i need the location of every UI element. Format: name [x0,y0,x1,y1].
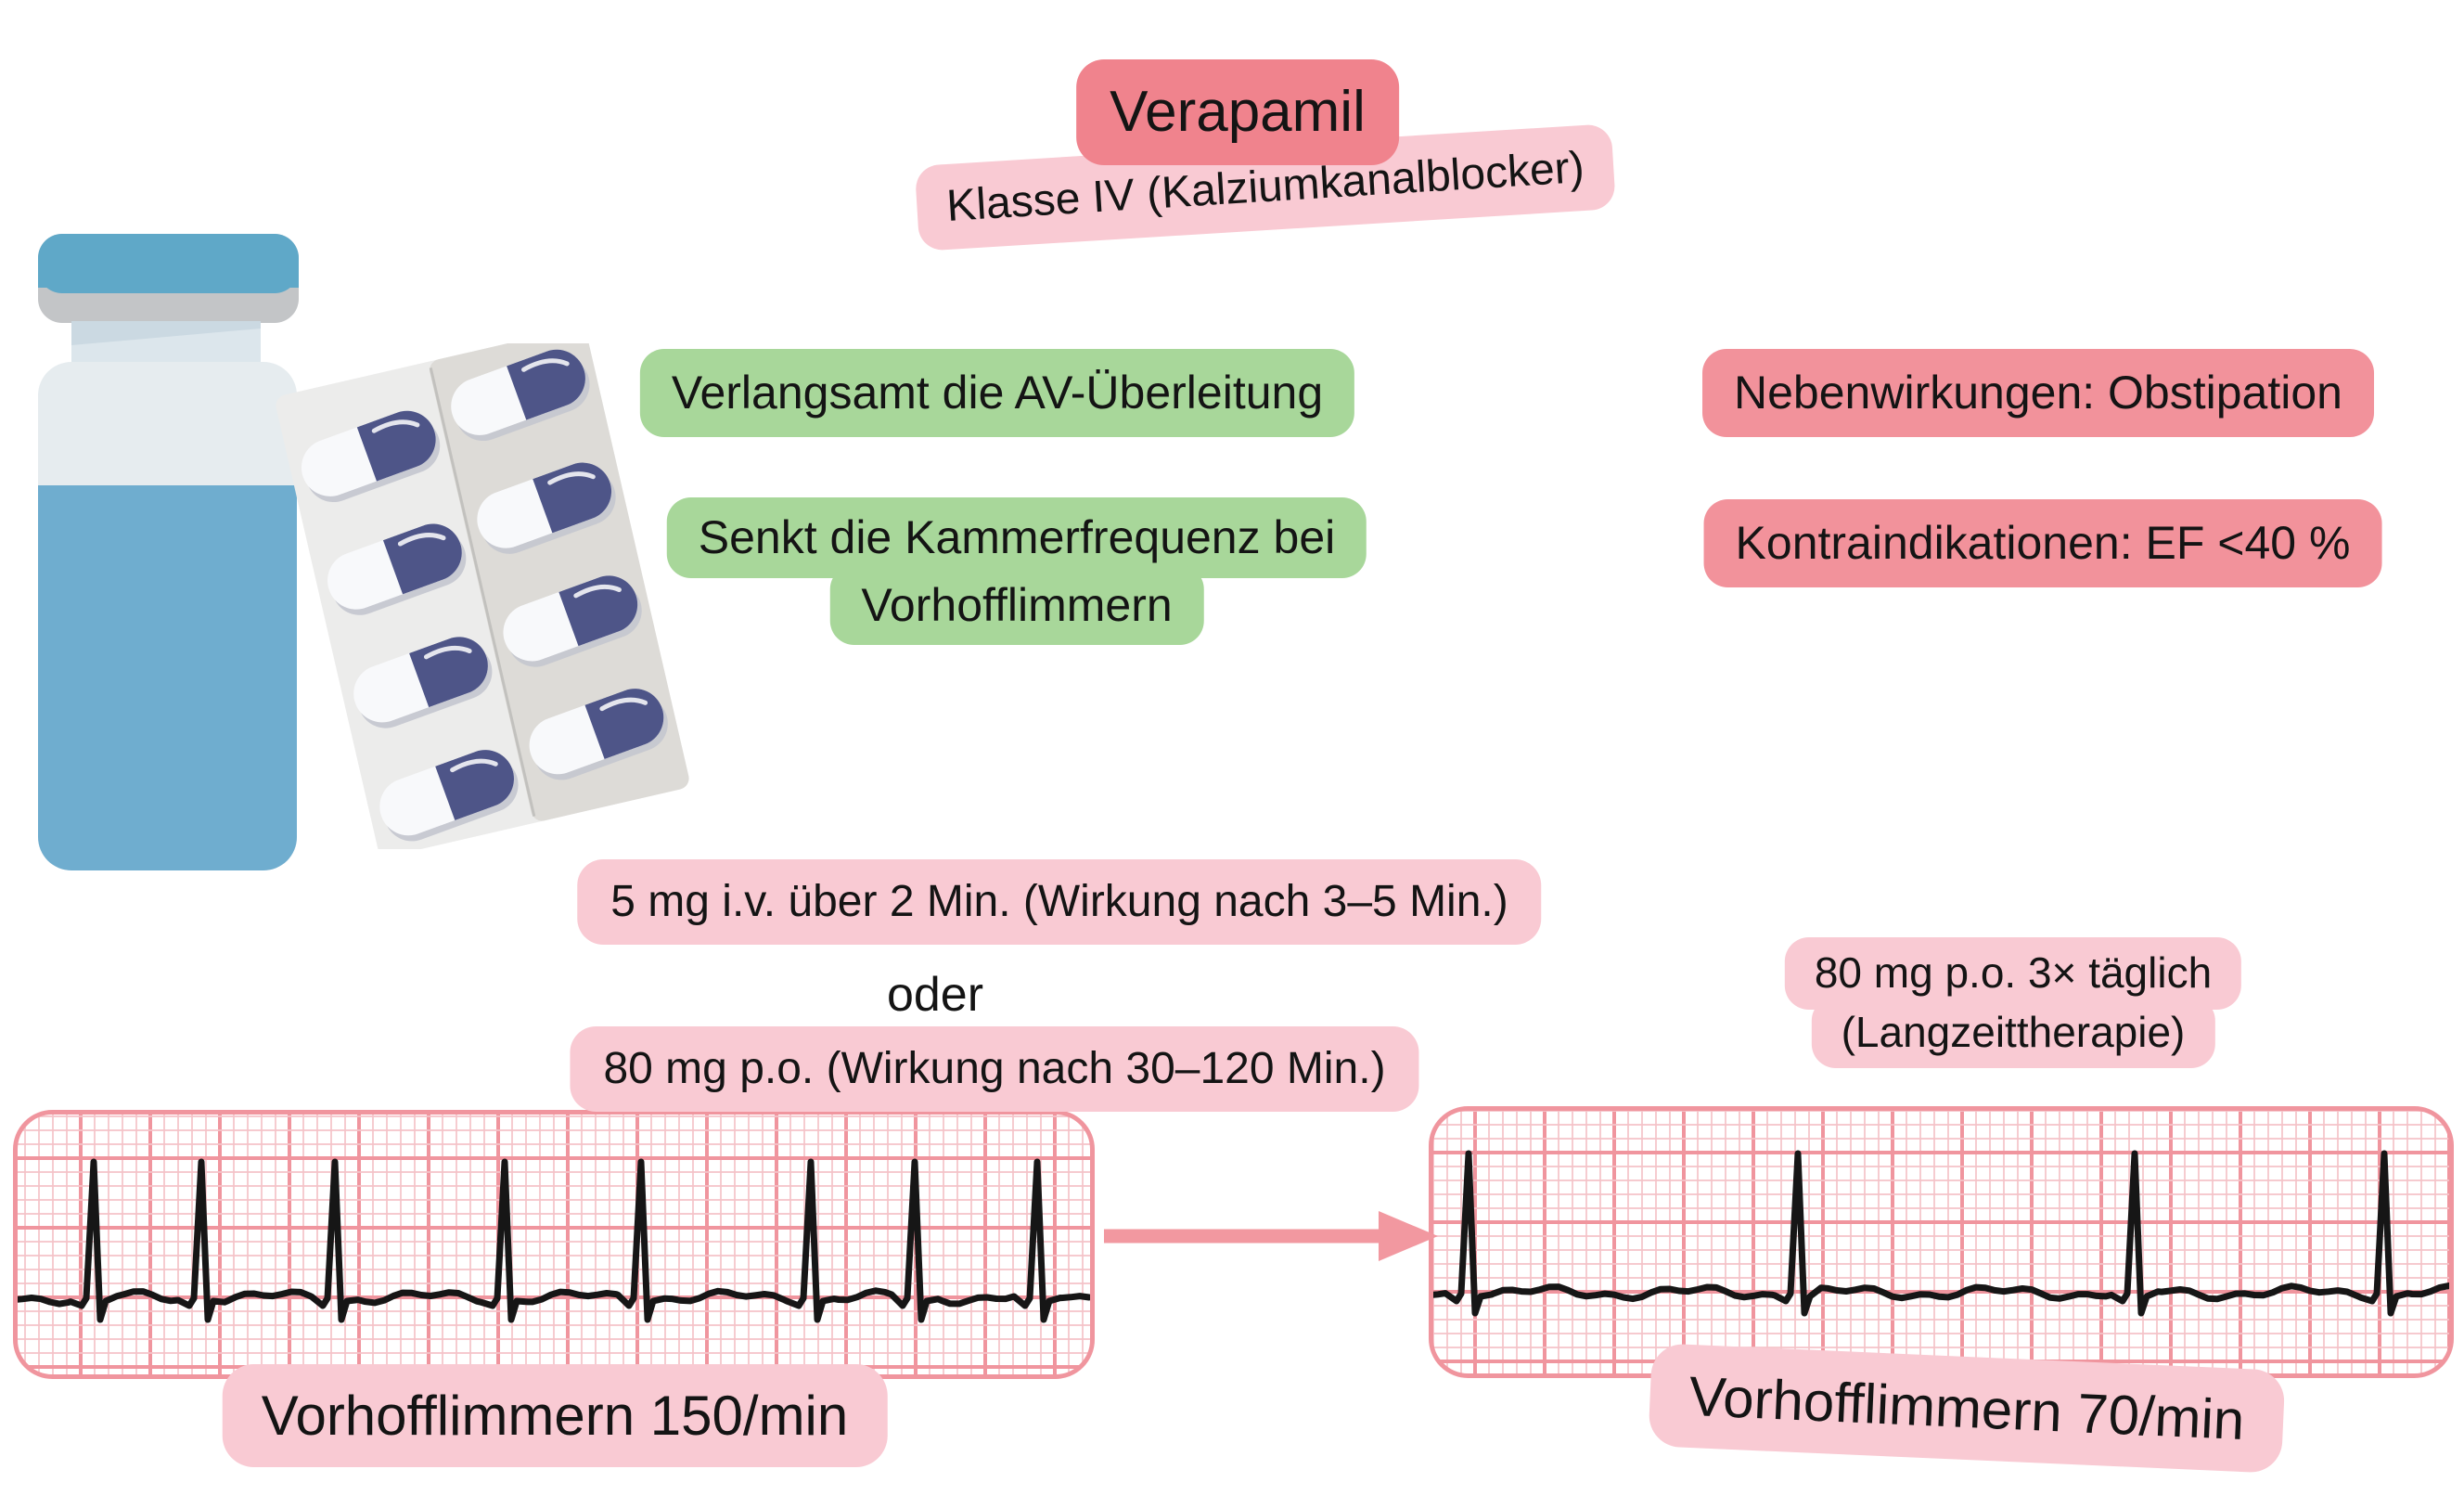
arrow-right-icon [1104,1211,1438,1261]
dose-iv-badge: 5 mg i.v. über 2 Min. (Wirkung nach 3–5 … [577,859,1542,945]
mechanism-av-badge: Verlangsamt die AV-Überleitung [639,349,1355,437]
mechanism-rate-badge: Senkt die Kammerfrequenz bei Vorhofflimm… [666,497,1367,645]
side-effects-badge: Nebenwirkungen: Obstipation [1702,349,2374,437]
dose-oral-badge: 80 mg p.o. (Wirkung nach 30–120 Min.) [570,1026,1419,1112]
medicine-vial-icon [38,234,299,870]
mechanism-rate-line1: Senkt die Kammerfrequenz bei [666,497,1367,578]
blister-pack-icon [276,343,689,849]
ecg-label-before: Vorhofflimmern 150/min [222,1364,888,1467]
ecg-strip-before [13,1110,1095,1379]
dose-conjunction-text: oder [886,968,984,1022]
dose-maintenance-badge: 80 mg p.o. 3× täglich (Langzeittherapie) [1784,937,2242,1068]
mechanism-rate-line2: Vorhofflimmern [829,564,1204,645]
ecg-strip-after [1429,1106,2454,1378]
drug-title-badge: Verapamil [1076,59,1399,165]
dose-maintenance-line2: (Langzeittherapie) [1811,996,2215,1068]
contraindication-badge: Kontraindikationen: EF <40 % [1703,499,2382,587]
